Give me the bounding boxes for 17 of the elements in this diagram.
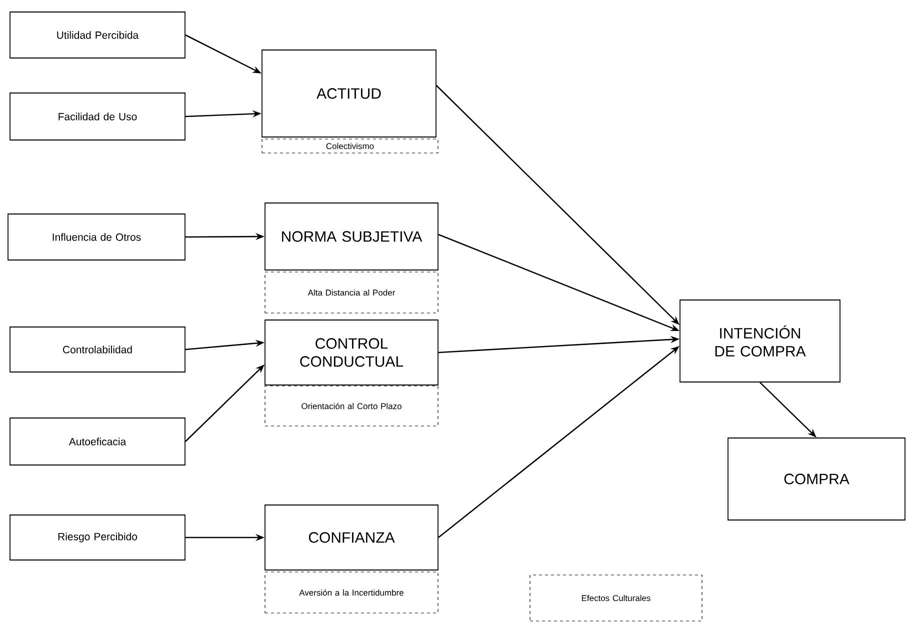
factor-box: Autoeficacia (10, 418, 186, 466)
factor-box: Influencia de Otros (8, 214, 186, 260)
factor-box: Facilidad de Uso (10, 92, 186, 140)
construct-box: CONFIANZA (264, 504, 438, 570)
construct-box: INTENCIÓN DE COMPRA (680, 300, 840, 382)
factor-box: Riesgo Percibido (10, 514, 186, 560)
construct-box: NORMA SUBJETIVA (264, 202, 438, 270)
cultural-effect-box: Efectos Culturales (530, 574, 702, 622)
factor-box: Controlabilidad (10, 326, 186, 372)
cultural-effect-box: Colectivismo (262, 138, 438, 154)
cultural-effect-box: Alta Distancia al Poder (264, 272, 438, 314)
construct-box: COMPRA (728, 438, 906, 520)
cultural-effect-box: Aversión a la Incertidumbre (264, 572, 438, 614)
cultural-effect-box: Orientación al Corto Plazo (264, 386, 438, 426)
construct-box: CONTROL CONDUCTUAL (264, 320, 438, 386)
construct-box: ACTITUD (262, 50, 436, 138)
factor-box: Utilidad Percibida (10, 12, 186, 58)
